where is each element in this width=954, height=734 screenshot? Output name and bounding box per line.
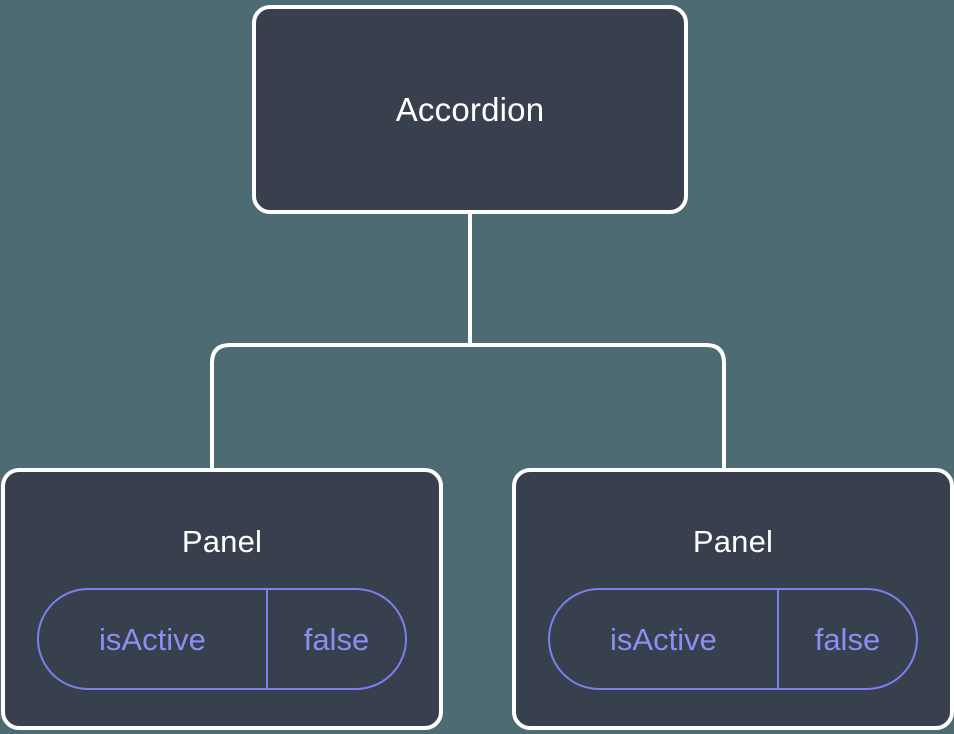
state-badge-panel-1[interactable]: isActive false: [37, 588, 407, 690]
node-accordion[interactable]: Accordion: [252, 5, 688, 214]
node-panel-1-label: Panel: [181, 524, 263, 559]
node-panel-1[interactable]: Panel isActive false: [1, 468, 443, 730]
state-badge-panel-2-value: false: [814, 621, 881, 657]
state-badge-panel-2-key: isActive: [550, 590, 779, 688]
node-panel-2-label: Panel: [692, 524, 774, 559]
state-badge-panel-1-key: isActive: [39, 590, 268, 688]
connector-branch-bus: [210, 343, 726, 468]
node-panel-2[interactable]: Panel isActive false: [512, 468, 954, 730]
state-badge-panel-1-value: false: [303, 621, 370, 657]
state-badge-panel-2[interactable]: isActive false: [548, 588, 918, 690]
node-accordion-label: Accordion: [395, 91, 545, 128]
